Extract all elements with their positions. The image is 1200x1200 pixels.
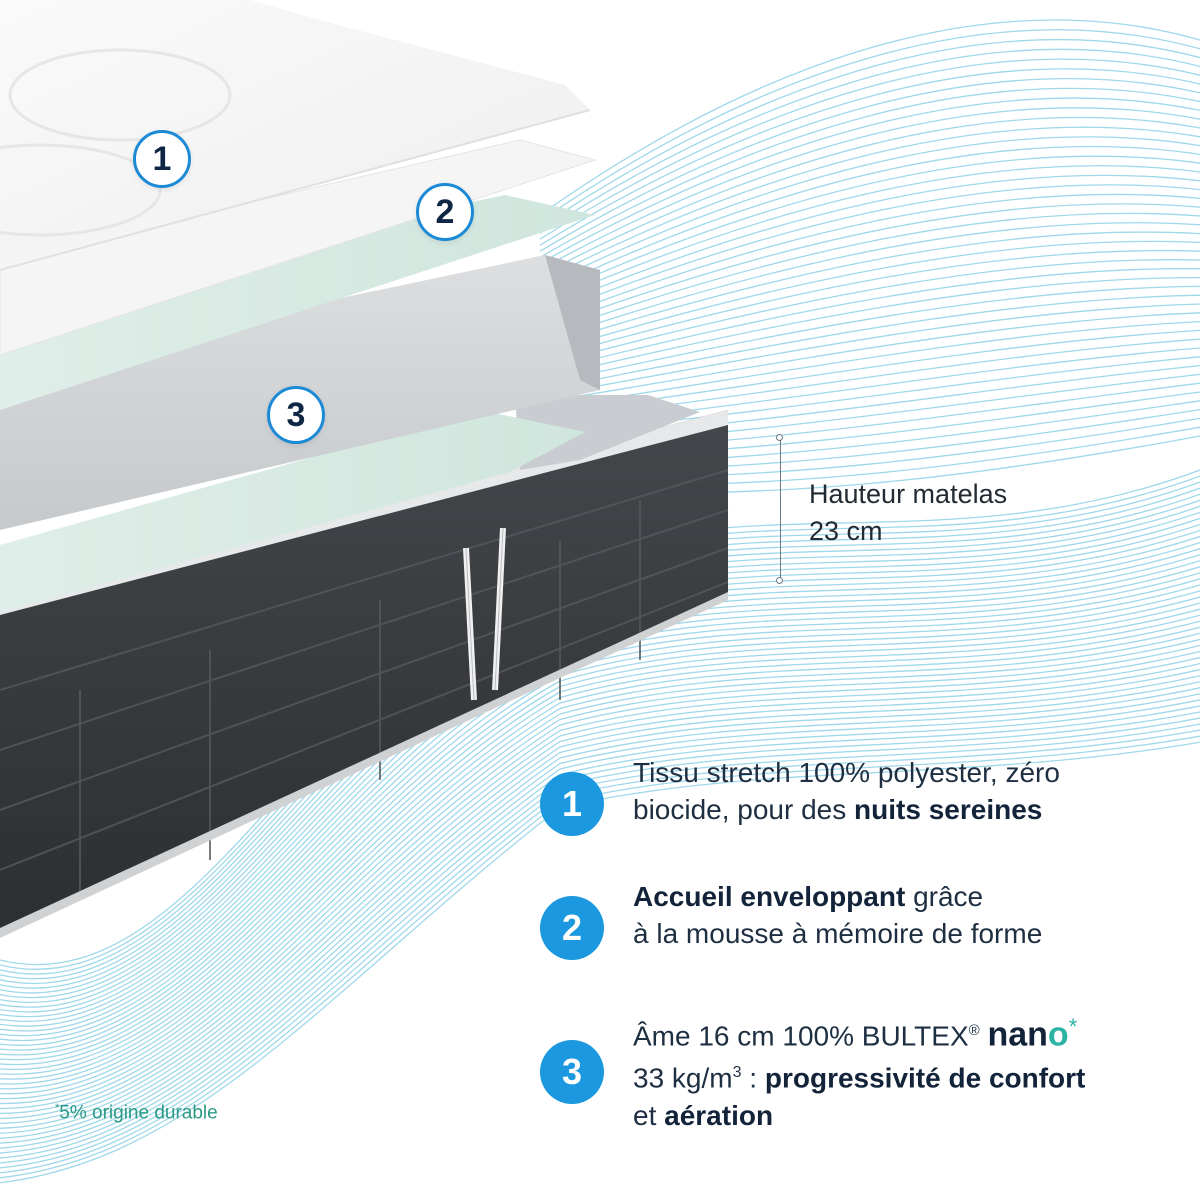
layer-marker-3: 3 <box>267 386 325 444</box>
footnote-asterisk: * <box>55 1102 60 1114</box>
wave-line <box>0 303 1200 1110</box>
feature-number-badge: 1 <box>540 772 604 836</box>
feature-text: : <box>741 1062 765 1094</box>
feature-description: Tissu stretch 100% polyester, zéro bioci… <box>633 754 1153 828</box>
brand-nano-logo: nano <box>987 1015 1068 1053</box>
height-value: 23 cm <box>809 516 883 546</box>
layer-marker-1: 1 <box>133 130 191 188</box>
handle-strap-edge <box>465 527 504 701</box>
feature-line: et aération <box>633 1097 1153 1134</box>
brand-nano-o: o <box>1047 1015 1069 1054</box>
mattress-base <box>0 410 729 938</box>
wave-line <box>0 294 1200 1105</box>
feature-line: Accueil enveloppant grâce <box>633 878 1153 915</box>
feature-number-badge: 2 <box>540 896 604 960</box>
feature-highlight: aération <box>664 1099 774 1131</box>
feature-line: biocide, pour des nuits sereines <box>633 791 1153 828</box>
feature-highlight: Accueil enveloppant <box>633 881 906 912</box>
height-dimension-line <box>780 438 781 581</box>
feature-description: Âme 16 cm 100% BULTEX® nano* 33 kg/m3 : … <box>633 1012 1153 1134</box>
feature-text: 33 kg/m <box>633 1062 733 1094</box>
layer-marker-2: 2 <box>416 183 474 241</box>
cover-layer-top <box>0 0 591 271</box>
wave-line <box>0 268 1200 1090</box>
knit-pattern <box>0 469 729 900</box>
height-dimension-top-dot <box>776 434 783 441</box>
wave-line <box>0 320 1200 1120</box>
cubic-exponent: 3 <box>732 1064 742 1082</box>
height-dimension-bottom-dot <box>776 577 783 584</box>
memory-foam-layer <box>0 195 595 410</box>
wave-line <box>0 276 1200 1095</box>
feature-text: grâce <box>905 881 984 912</box>
feature-line: à la mousse à mémoire de forme <box>633 918 1043 949</box>
feature-text: biocide, pour des <box>633 794 855 825</box>
registered-mark: ® <box>968 1022 980 1039</box>
footnote-text: 5% origine durable <box>59 1102 218 1124</box>
mattress-bottom-edge <box>0 592 728 938</box>
inner-core-well <box>515 395 700 470</box>
brand-nano-text: nan <box>987 1015 1048 1054</box>
brand-asterisk: * <box>1068 1014 1078 1039</box>
footnote: *5% origine durable <box>55 1102 218 1124</box>
feature-highlight: nuits sereines <box>854 794 1043 825</box>
feature-highlight: progressivité de confort <box>764 1062 1086 1094</box>
feature-text: et <box>633 1099 665 1131</box>
height-callout: Hauteur matelas 23 cm <box>809 476 1007 550</box>
wave-line <box>0 285 1200 1100</box>
lower-mint-layer <box>0 410 585 612</box>
feature-description: Accueil enveloppant grâce à la mousse à … <box>633 878 1153 952</box>
mattress-side <box>0 410 728 935</box>
feature-line: 33 kg/m3 : progressivité de confort <box>633 1054 1153 1096</box>
feature-text: Âme 16 cm 100% BULTEX <box>633 1020 969 1052</box>
feature-line: Tissu stretch 100% polyester, zéro <box>633 757 1060 788</box>
feature-number-badge: 3 <box>540 1040 604 1104</box>
wave-line <box>0 312 1200 1115</box>
height-label: Hauteur matelas <box>809 479 1008 509</box>
feature-line: Âme 16 cm 100% BULTEX® nano* <box>633 1012 1153 1054</box>
